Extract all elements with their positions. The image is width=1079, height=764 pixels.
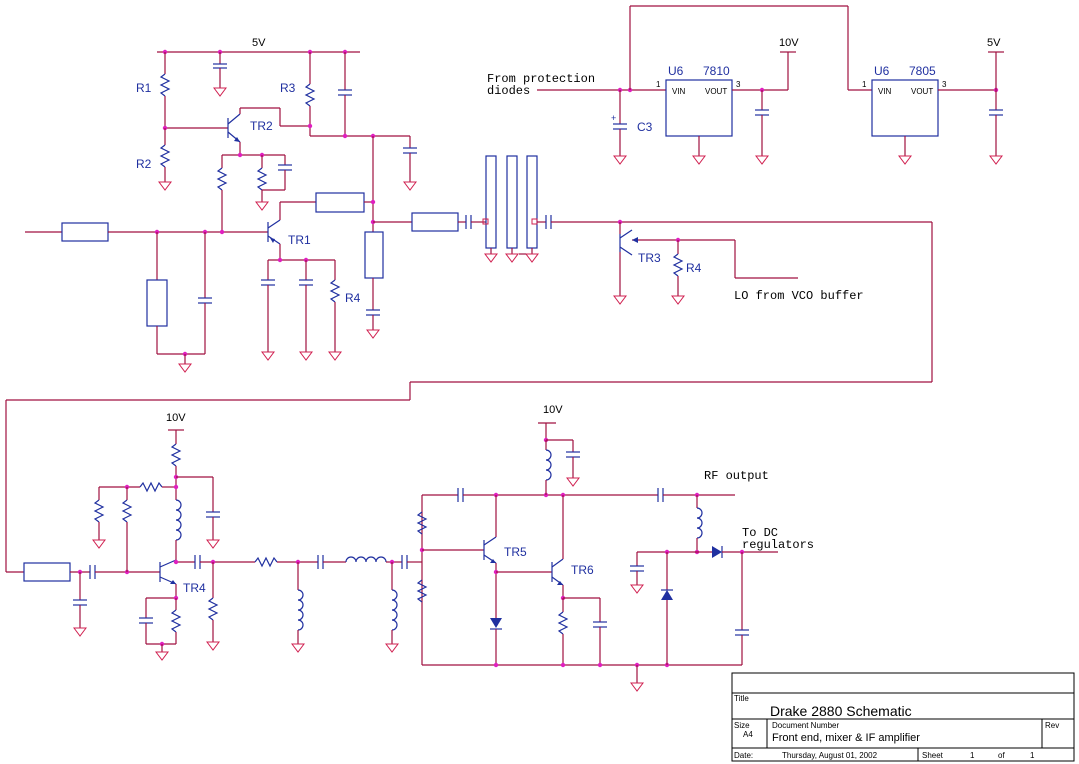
label-r4-left: R4 <box>345 291 361 305</box>
sheet-value: 1 <box>970 751 975 760</box>
svg-text:3: 3 <box>942 80 947 89</box>
transistor-tr1: TR1 <box>267 192 373 260</box>
size-label: Size <box>734 721 750 730</box>
transistor-tr4: TR4 <box>159 559 206 598</box>
transistor-tr6: TR6 <box>551 495 594 598</box>
label-5v-reg: 5V <box>987 37 1001 49</box>
lo-note: LO from VCO buffer <box>734 289 864 303</box>
date-value: Thursday, August 01, 2002 <box>782 751 878 760</box>
title-block: Title Drake 2880 Schematic Size A4 Docum… <box>731 672 1075 762</box>
resistor-r3: R3 <box>280 52 316 136</box>
svg-text:VIN: VIN <box>672 87 686 96</box>
svg-text:1: 1 <box>656 80 661 89</box>
label-10v-reg: 10V <box>779 37 799 49</box>
label-r1: R1 <box>136 81 152 95</box>
drawing-title: Drake 2880 Schematic <box>770 703 912 719</box>
resistor-r2: R2 <box>136 128 172 191</box>
regulator-7805: VIN VOUT 1 3 U6 7805 <box>862 64 947 165</box>
svg-text:1: 1 <box>862 80 867 89</box>
label-tr1: TR1 <box>288 233 311 247</box>
label-7805: 7805 <box>909 64 936 78</box>
title-label: Title <box>734 694 749 703</box>
rf-output-note: RF output <box>704 469 769 483</box>
label-r4-right: R4 <box>686 261 702 275</box>
protection-note-line2: diodes <box>487 84 530 98</box>
transistor-tr2: TR2 <box>227 107 310 155</box>
label-5v-top: 5V <box>252 37 266 49</box>
rev-label: Rev <box>1045 721 1059 730</box>
label-tr5: TR5 <box>504 545 527 559</box>
dc-note-line1: To DC <box>742 526 778 540</box>
cap-c3: + C3 <box>611 90 653 165</box>
cap-5v-decoupling <box>213 52 227 97</box>
label-10v-left: 10V <box>166 412 186 424</box>
docnum-label: Document Number <box>772 721 839 730</box>
sheet-total: 1 <box>1030 751 1035 760</box>
size-value: A4 <box>743 730 753 739</box>
label-tr6: TR6 <box>571 563 594 577</box>
label-u6-a: U6 <box>668 64 684 78</box>
label-c3: C3 <box>637 120 653 134</box>
label-r3: R3 <box>280 81 296 95</box>
cap-r3-bypass <box>338 52 352 136</box>
label-tr4: TR4 <box>183 581 206 595</box>
resistor-r1: R1 <box>136 52 171 128</box>
date-label: Date: <box>734 751 753 760</box>
of-label: of <box>998 751 1005 760</box>
cavity-filter <box>482 155 539 263</box>
transistor-tr5: TR5 <box>422 495 527 618</box>
transistor-tr3: TR3 <box>613 222 735 305</box>
svg-text:+: + <box>611 113 616 123</box>
label-u6-b: U6 <box>874 64 890 78</box>
label-10v-right: 10V <box>543 404 563 416</box>
top-5v-rail: 5V <box>157 37 360 55</box>
label-7810: 7810 <box>703 64 730 78</box>
label-tr3: TR3 <box>638 251 661 265</box>
regulator-7810: VIN VOUT 1 3 U6 7810 <box>656 64 741 165</box>
svg-text:VOUT: VOUT <box>911 87 933 96</box>
label-r2: R2 <box>136 157 152 171</box>
protection-note-line1: From protection <box>487 72 595 86</box>
dc-note-line2: regulators <box>742 538 814 552</box>
sheet-label: Sheet <box>922 751 944 760</box>
docnum-value: Front end, mixer & IF amplifier <box>772 732 920 744</box>
svg-text:3: 3 <box>736 80 741 89</box>
svg-text:VIN: VIN <box>878 87 892 96</box>
svg-text:VOUT: VOUT <box>705 87 727 96</box>
label-tr2: TR2 <box>250 119 273 133</box>
